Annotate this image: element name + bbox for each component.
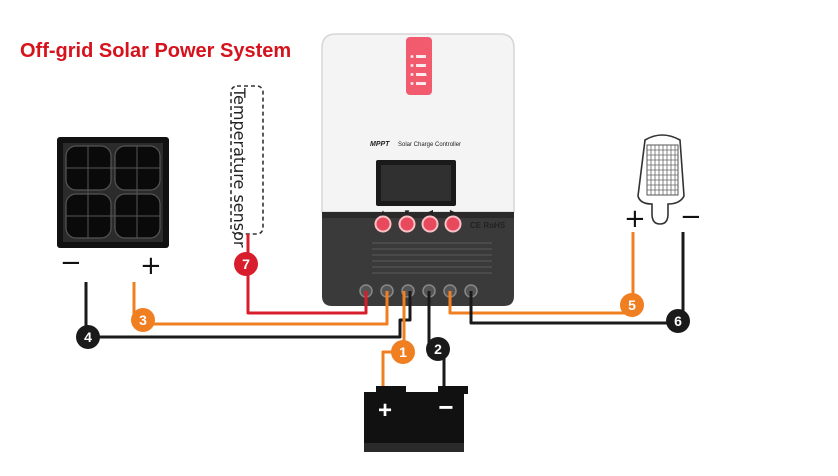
- dc-lamp: [637, 134, 685, 225]
- led-label-alm: ALM: [419, 82, 426, 86]
- badge-2-label: 2: [434, 341, 442, 357]
- badge-4: 4: [76, 325, 100, 349]
- badge-5-label: 5: [628, 297, 636, 313]
- badge-2: 2: [426, 337, 450, 361]
- control-buttons: [374, 215, 462, 233]
- badge-3: 3: [131, 308, 155, 332]
- controller-subtitle: Solar Charge Controller: [398, 142, 461, 148]
- solar-panel: [57, 137, 169, 248]
- badge-1-label: 1: [399, 344, 407, 360]
- page-title: Off-grid Solar Power System: [20, 40, 292, 62]
- wire-6-load-negative: [469, 232, 685, 325]
- lamp-minus: −: [680, 202, 702, 232]
- badge-7-label: 7: [242, 256, 250, 272]
- led-label-pv: PV: [419, 55, 423, 59]
- panel-plus: +: [140, 251, 162, 281]
- battery: [364, 386, 468, 452]
- button-down-icon: ▼: [403, 208, 411, 217]
- badge-4-label: 4: [84, 329, 92, 345]
- badge-5: 5: [620, 293, 644, 317]
- badge-7: 7: [234, 252, 258, 276]
- led-label-bat: BAT: [419, 64, 425, 68]
- badge-6-label: 6: [674, 313, 682, 329]
- button-left-icon: ◀: [427, 208, 434, 217]
- wire-5-load-positive: [448, 232, 635, 315]
- badge-3-label: 3: [139, 312, 147, 328]
- temperature-sensor-label: Temperature sensor: [230, 88, 249, 248]
- led-label-load: LOAD: [419, 73, 428, 77]
- wire-3-panel-positive: [132, 282, 389, 326]
- panel-minus: −: [60, 248, 82, 278]
- badge-6: 6: [666, 309, 690, 333]
- ce-rohs-mark: CE RoHS: [470, 221, 506, 230]
- battery-minus: −: [438, 392, 453, 422]
- charge-controller: [321, 33, 515, 306]
- button-up-icon: ▲: [379, 208, 387, 217]
- lamp-plus: +: [624, 204, 646, 234]
- badge-1: 1: [391, 340, 415, 364]
- controller-brand: MPPT: [370, 141, 390, 148]
- badge-group: 1 2 3 4 5 6 7: [76, 252, 690, 364]
- battery-plus: +: [378, 397, 392, 424]
- button-right-icon: ▶: [450, 208, 457, 217]
